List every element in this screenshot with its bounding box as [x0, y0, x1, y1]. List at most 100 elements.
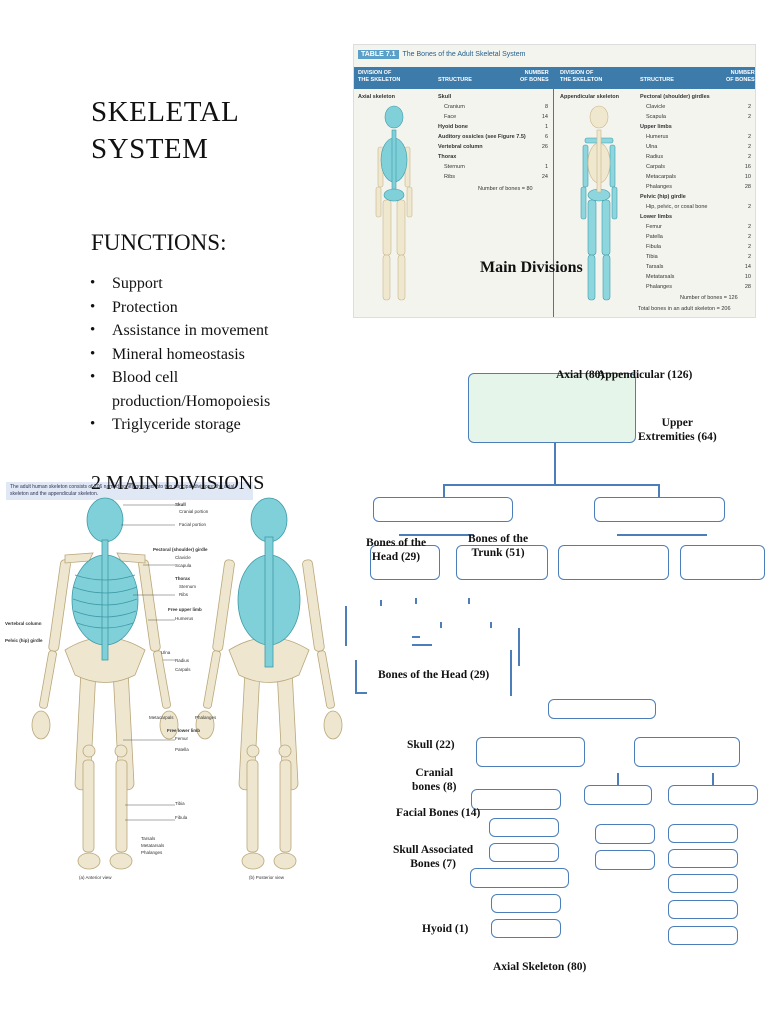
axial-skeleton-illustration — [375, 105, 413, 301]
bones-head-label: Bones of the Head (29) — [366, 537, 427, 563]
skeleton-illustration — [31, 497, 343, 870]
fragment — [380, 600, 382, 606]
figure-label: Phalanges — [141, 850, 163, 855]
lower-ext-box — [680, 545, 765, 580]
table-cell-structure: Ulna — [646, 144, 658, 150]
figure-label: Carpals — [175, 667, 191, 672]
axial-label-diagram: Axial (80) — [556, 369, 605, 381]
hyoid-box — [491, 919, 561, 938]
table-cell-count: 1 — [544, 124, 548, 130]
table-cell-count: 26 — [541, 144, 548, 150]
table-cell-structure: Pectoral (shoulder) girdles — [640, 94, 710, 100]
fragment — [468, 598, 470, 604]
table-cell-count: 24 — [541, 174, 548, 180]
bones-head-label-2: Bones of the Head (29) — [378, 669, 490, 681]
header-structure: STRUCTURE — [438, 77, 472, 83]
table-cell-count: 2 — [747, 104, 751, 110]
box-small — [668, 874, 738, 893]
trunk-box — [456, 545, 548, 580]
table-cell-structure: Lower limbs — [640, 214, 673, 220]
list-item: Blood cell production/Homopoiesis — [90, 366, 300, 413]
table-cell-count: 14 — [744, 264, 751, 270]
skull-box — [476, 737, 585, 767]
box-small — [584, 785, 652, 805]
figure-label: Ribs — [179, 592, 189, 597]
table-cell-count: 2 — [747, 234, 751, 240]
right-box — [634, 737, 740, 767]
figure-label: Free upper limb — [168, 607, 202, 612]
figure-label: Fibula — [175, 815, 188, 820]
table-cell-count: 16 — [744, 164, 751, 170]
upper-ext-box — [558, 545, 669, 580]
header-number-2: NUMBER OF BONES — [726, 70, 755, 83]
figure-label: Ulna — [161, 650, 171, 655]
table-cell-structure: Phalanges — [646, 184, 672, 190]
table-cell-structure: Patella — [646, 234, 663, 240]
figure-label: Metatarsals — [141, 843, 165, 848]
axial-total: Number of bones = 80 — [478, 186, 533, 192]
fragment — [510, 650, 512, 696]
fragment — [355, 692, 367, 694]
list-item: Support — [90, 272, 300, 296]
table-cell-structure: Vertebral column — [438, 144, 483, 150]
skull-label: Skull (22) — [407, 739, 455, 751]
table-cell-structure: Radius — [646, 154, 664, 160]
table-cell-count: 8 — [544, 104, 548, 110]
table-cell-structure: Femur — [646, 224, 662, 230]
table-cell-count: 14 — [541, 114, 548, 120]
axial-box — [373, 497, 513, 522]
divisions-heading: 2 MAIN DIVISIONS — [91, 472, 265, 494]
figure-label: Tibia — [175, 801, 185, 806]
cranial-box — [471, 789, 561, 810]
fragment — [345, 606, 347, 646]
axial-skeleton-footer: Axial Skeleton (80) — [493, 961, 587, 973]
figure-label: Metacarpals — [149, 715, 174, 720]
connector — [712, 773, 714, 785]
appendicular-label-diagram: Appendicular (126) — [597, 369, 693, 381]
fragment — [412, 644, 432, 646]
table-cell-structure: Fibula — [646, 244, 661, 250]
skull-assoc-label: Skull Associated Bones (7) — [393, 844, 474, 870]
table-cell-count: 2 — [747, 114, 751, 120]
view-label-posterior: (b) Posterior view — [249, 875, 285, 880]
table-cell-count: 2 — [747, 224, 751, 230]
table-number: TABLE 7.1 — [358, 50, 399, 59]
table-cell-count: 2 — [747, 154, 751, 160]
table-cell-structure: Face — [444, 114, 457, 120]
box-small — [491, 894, 561, 913]
skull-top-box — [548, 699, 656, 719]
header-number: NUMBER OF BONES — [520, 70, 549, 83]
figure-label: Clavicle — [175, 555, 191, 560]
box-small — [668, 926, 738, 945]
fragment — [355, 660, 357, 692]
header-division: DIVISION OF THE SKELETON — [358, 70, 401, 83]
figure-label: Femur — [175, 736, 189, 741]
fragment — [415, 598, 417, 604]
figure-label: Phalanges — [195, 715, 217, 720]
figure-label: Pelvic (hip) girdle — [5, 638, 43, 643]
table-cell-structure: Tarsals — [646, 264, 664, 270]
table-cell-structure: Metacarpals — [646, 174, 676, 180]
figure-label: Thorax — [175, 576, 191, 581]
fragment — [412, 636, 420, 638]
root-box — [468, 373, 636, 443]
functions-list: Support Protection Assistance in movemen… — [90, 272, 300, 437]
table-cell-structure: Clavicle — [646, 104, 666, 110]
connector — [554, 443, 556, 485]
figure-label: Scapula — [175, 563, 192, 568]
figure-caption: The adult human skeleton consists of 206… — [6, 482, 253, 500]
upper-extremities-label: Upper Extremities (64) — [638, 417, 717, 443]
table-header: DIVISION OF THE SKELETON STRUCTURE NUMBE… — [354, 67, 755, 89]
figure-label: Free lower limb — [167, 728, 201, 733]
facial-box — [489, 818, 559, 837]
table-cell-count: 2 — [747, 204, 751, 210]
list-item: Assistance in movement — [90, 319, 300, 343]
table-cell-count: 10 — [744, 274, 751, 280]
table-cell-structure: Hyoid bone — [438, 124, 468, 130]
figure-label: Sternum — [179, 584, 197, 589]
figure-label: Skull — [175, 502, 186, 507]
table-cell-structure: Scapula — [646, 114, 666, 120]
box-small — [668, 785, 758, 805]
facial-label: Facial Bones (14) — [396, 807, 481, 819]
